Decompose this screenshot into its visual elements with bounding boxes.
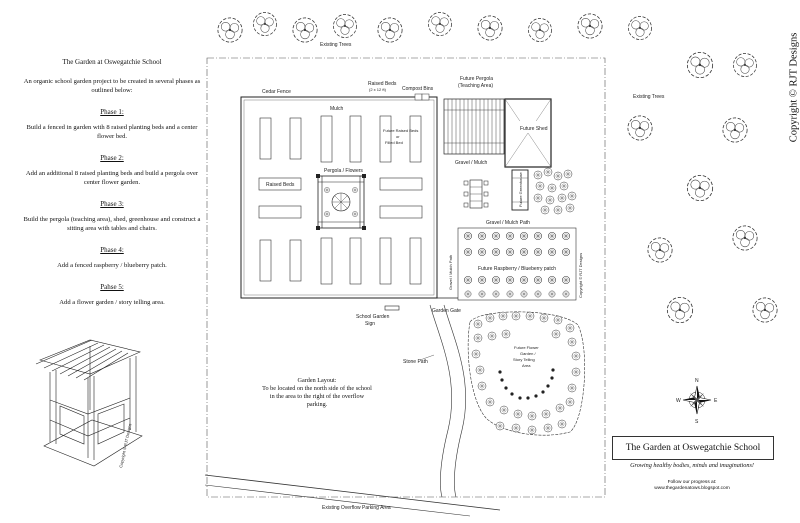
teaching-area-label: (Teaching Area) bbox=[458, 83, 493, 89]
overflow-parking-label: Existing Overflow Parking Area bbox=[322, 505, 391, 511]
future-flower-garden bbox=[467, 311, 585, 436]
parking-edge-2 bbox=[204, 484, 471, 517]
future-raised-beds-label-2: or bbox=[396, 134, 400, 139]
school-garden-sign-label-1: School Garden bbox=[356, 314, 390, 320]
raised-beds-left bbox=[258, 177, 423, 219]
phase-4-heading: Phase 4: bbox=[100, 246, 124, 254]
future-raspberry-label: Future Raspberry / Blueberry patch bbox=[478, 266, 556, 272]
phase-1-heading: Phase 1: bbox=[100, 108, 124, 116]
story-telling-seats bbox=[498, 368, 555, 400]
compass-w: W bbox=[676, 398, 681, 404]
phase-1-text: Build a fenced in garden with 8 raised p… bbox=[26, 124, 198, 140]
stone-path-edge-right bbox=[443, 304, 466, 498]
school-garden-sign bbox=[384, 305, 400, 311]
raspberry-patch-fence bbox=[457, 227, 577, 301]
picnic-tables bbox=[463, 179, 489, 209]
compost-bins bbox=[414, 93, 430, 101]
greenhouse-plantings bbox=[533, 167, 577, 215]
inner-fence-line bbox=[243, 99, 435, 296]
compost-bins-label: Compost Bins bbox=[402, 86, 434, 92]
garden-layout-text: To be located on the north side of the s… bbox=[262, 385, 372, 408]
tagline: Growing healthy bodies, minds and imagin… bbox=[630, 462, 754, 469]
gravel-mulch-label: Gravel / Mulch bbox=[455, 160, 487, 166]
future-flower-label-4: Area bbox=[522, 363, 531, 368]
future-flower-label-1: Future Flower bbox=[514, 345, 539, 350]
phase-description: The Garden at Oswegatchie School An orga… bbox=[18, 58, 206, 307]
future-raised-beds-label-3: Filled Bed bbox=[385, 140, 403, 145]
school-garden-sign-label-2: Sign bbox=[365, 321, 375, 327]
existing-trees-label-right: Existing Trees bbox=[633, 94, 665, 100]
future-raised-beds-label-1: Future Raised Beds bbox=[383, 128, 418, 133]
stone-path-edge-left bbox=[429, 304, 452, 498]
garden-layout-heading: Garden Layout: bbox=[297, 377, 337, 384]
raised-beds-size-label: (2 x 12 ft) bbox=[369, 87, 387, 92]
compass-e: E bbox=[714, 398, 718, 404]
follow-progress: Follow our progress at: www.thegardenato… bbox=[612, 480, 772, 492]
compass-s: S bbox=[695, 419, 699, 425]
property-boundary bbox=[206, 57, 606, 498]
raised-beds-top-label: Raised Beds bbox=[368, 81, 397, 87]
pergola-sketch bbox=[35, 339, 143, 467]
mulch-label: Mulch bbox=[330, 106, 344, 112]
existing-trees-top bbox=[217, 11, 653, 43]
follow-line-1: Follow our progress at: bbox=[667, 480, 717, 485]
raised-beds-bottom-row bbox=[259, 237, 422, 285]
future-pergola-teaching-area bbox=[443, 98, 505, 155]
future-flower-label-3: Story Telling bbox=[513, 357, 535, 362]
existing-trees-right bbox=[627, 51, 778, 324]
pergola-flowers-label: Pergola / Flowers bbox=[324, 168, 363, 174]
sidebar-title: The Garden at Oswegatchie School bbox=[62, 58, 162, 66]
pergola-flowers bbox=[316, 174, 366, 230]
compass-n: N bbox=[695, 378, 699, 384]
compass-rose-icon bbox=[682, 385, 712, 415]
phase-4-text: Add a fenced raspberry / blueberry patch… bbox=[57, 262, 167, 269]
copyright-text: Copyright © RJT Designs bbox=[788, 32, 800, 143]
existing-trees-label-top: Existing Trees bbox=[320, 42, 352, 48]
phase-5-heading: Pahse 5: bbox=[100, 283, 124, 291]
copyright-vertical: Copyright © RJT Designs bbox=[779, 4, 800, 174]
raised-beds-top-row bbox=[259, 115, 422, 163]
phase-2-heading: Phase 2: bbox=[100, 154, 124, 162]
future-shed bbox=[504, 98, 552, 168]
phase-5-text: Add a flower garden / story telling area… bbox=[59, 299, 165, 306]
raised-beds-left-label: Raised Beds bbox=[266, 182, 295, 188]
rjt-vertical-label: Copyright © RJT Designs bbox=[578, 253, 583, 298]
future-greenhouse-label: Future Greenhouse bbox=[518, 172, 523, 207]
cedar-fence-label: Cedar Fence bbox=[262, 89, 291, 95]
gravel-mulch-path-label: Gravel / Mulch Path bbox=[486, 220, 530, 226]
phase-3-heading: Phase 3: bbox=[100, 200, 124, 208]
future-greenhouse bbox=[511, 169, 529, 211]
future-pergola-label: Future Pergola bbox=[460, 76, 493, 82]
cedar-fence bbox=[240, 96, 438, 299]
stone-path-label: Stone Path bbox=[403, 359, 428, 365]
gravel-mulch-path-vertical-label: Gravel / Mulch Path bbox=[448, 255, 453, 290]
blog-url: www.thegardenatows.blogspot.com bbox=[654, 486, 730, 491]
future-shed-label: Future Shed bbox=[520, 126, 548, 132]
garden-layout-note: Garden Layout: To be located on the nort… bbox=[262, 377, 372, 409]
garden-gate-label: Garden Gate bbox=[432, 308, 461, 314]
sidebar-intro: An organic school garden project to be c… bbox=[23, 78, 201, 94]
phase-3-text: Build the pergola (teaching area), shed,… bbox=[23, 216, 201, 232]
phase-2-text: Add an additional 8 raised planting beds… bbox=[25, 170, 199, 186]
pergola-sketch-credit: Copyright © RJT Designs bbox=[118, 423, 132, 468]
title-box: The Garden at Oswegatchie School bbox=[612, 436, 774, 460]
future-flower-label-2: Garden / bbox=[520, 351, 536, 356]
parking-edge-1 bbox=[204, 474, 501, 511]
